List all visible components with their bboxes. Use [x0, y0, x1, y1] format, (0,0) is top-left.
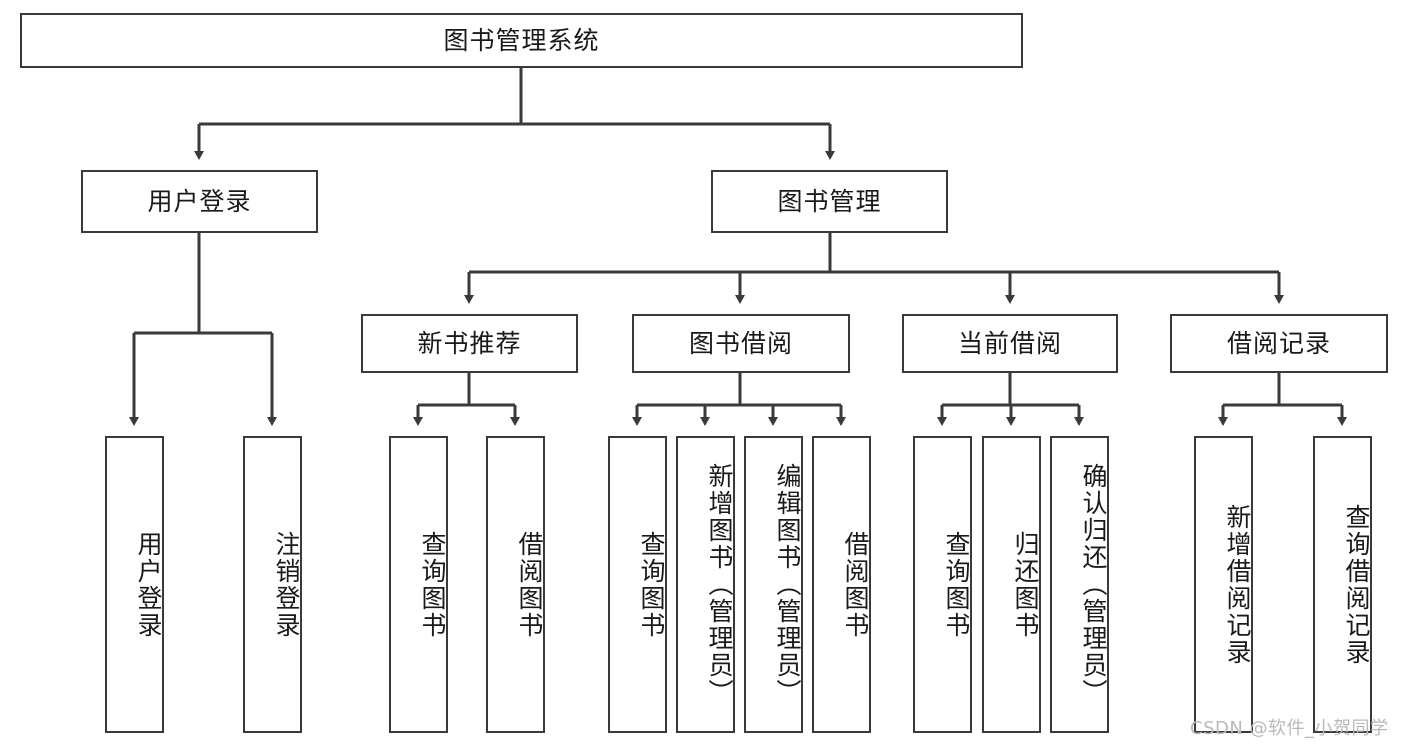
node-leaf-query-book-cur-label: 查询图书 [942, 530, 971, 639]
node-leaf-query-record-label: 查询借阅记录 [1342, 503, 1371, 666]
node-leaf-add-record[interactable]: 新增借阅记录 [1194, 436, 1253, 733]
node-leaf-borrow-book-rec-label: 借阅图书 [515, 530, 544, 639]
node-leaf-user-logout-label: 注销登录 [272, 530, 301, 639]
node-borrow-record-label: 借阅记录 [1226, 328, 1331, 358]
node-current-borrow[interactable]: 当前借阅 [902, 314, 1118, 373]
node-leaf-query-book[interactable]: 查询图书 [608, 436, 667, 733]
node-leaf-edit-book[interactable]: 编辑图书（管理员） [744, 436, 803, 733]
node-user-login[interactable]: 用户登录 [81, 170, 318, 233]
node-book-manage[interactable]: 图书管理 [711, 170, 948, 233]
node-book-manage-label: 图书管理 [777, 186, 882, 216]
node-leaf-query-record[interactable]: 查询借阅记录 [1313, 436, 1372, 733]
node-current-borrow-label: 当前借阅 [957, 328, 1062, 358]
node-book-borrow[interactable]: 图书借阅 [632, 314, 850, 373]
node-book-borrow-label: 图书借阅 [688, 328, 793, 358]
node-user-login-label: 用户登录 [147, 186, 252, 216]
node-new-book-rec[interactable]: 新书推荐 [361, 314, 578, 373]
node-leaf-query-book-cur[interactable]: 查询图书 [913, 436, 972, 733]
node-leaf-add-record-label: 新增借阅记录 [1223, 503, 1252, 666]
node-leaf-query-book-rec-label: 查询图书 [418, 530, 447, 639]
node-root-label: 图书管理系统 [443, 25, 600, 55]
node-leaf-user-login-label: 用户登录 [134, 530, 163, 639]
node-leaf-user-login[interactable]: 用户登录 [105, 436, 164, 733]
node-borrow-record[interactable]: 借阅记录 [1170, 314, 1388, 373]
node-root[interactable]: 图书管理系统 [20, 13, 1023, 68]
csdn-watermark: CSDN @软件_小贺同学 [1190, 718, 1389, 739]
node-leaf-confirm-return[interactable]: 确认归还（管理员） [1050, 436, 1109, 733]
node-leaf-add-book-label: 新增图书（管理员） [705, 463, 734, 706]
node-leaf-user-logout[interactable]: 注销登录 [243, 436, 302, 733]
node-leaf-query-book-label: 查询图书 [637, 530, 666, 639]
node-new-book-rec-label: 新书推荐 [417, 328, 522, 358]
node-leaf-return-book[interactable]: 归还图书 [982, 436, 1041, 733]
node-leaf-confirm-return-label: 确认归还（管理员） [1079, 463, 1108, 706]
node-leaf-borrow-book-label: 借阅图书 [841, 530, 870, 639]
node-leaf-query-book-rec[interactable]: 查询图书 [389, 436, 448, 733]
node-leaf-borrow-book-rec[interactable]: 借阅图书 [486, 436, 545, 733]
node-leaf-add-book[interactable]: 新增图书（管理员） [676, 436, 735, 733]
node-leaf-edit-book-label: 编辑图书（管理员） [773, 463, 802, 706]
node-leaf-return-book-label: 归还图书 [1011, 530, 1040, 639]
node-leaf-borrow-book[interactable]: 借阅图书 [812, 436, 871, 733]
